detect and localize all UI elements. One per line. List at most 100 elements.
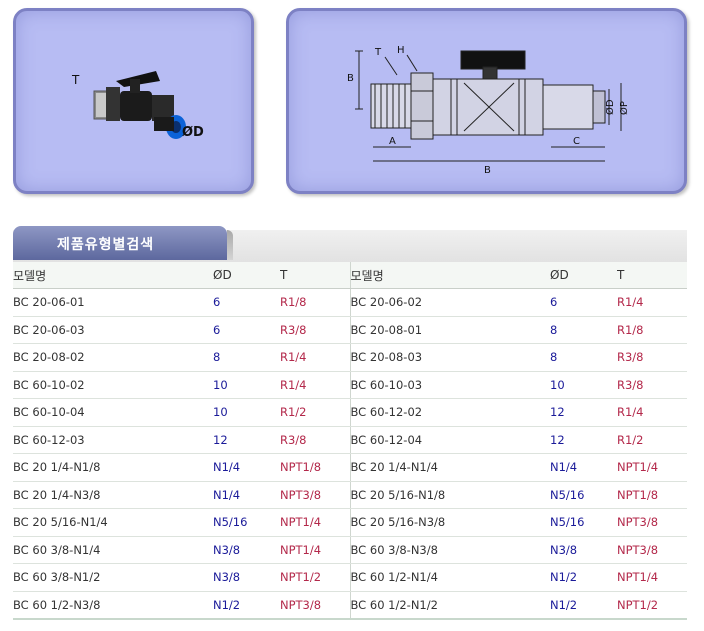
model-cell[interactable]: BC 20-06-02 [349,288,550,317]
column-header-thread: T [280,262,350,289]
model-cell[interactable]: BC 20 1/4-N3/8 [13,481,213,509]
thread-label: T [72,73,80,87]
model-cell[interactable]: BC 20-08-02 [13,343,213,372]
thread-cell: R1/8 [280,288,350,317]
od-cell: 6 [213,316,280,344]
thread-cell: R1/4 [617,398,687,427]
od-cell: N1/4 [550,453,617,482]
model-cell[interactable]: BC 20 5/16-N3/8 [349,508,550,537]
od-cell: N3/8 [213,536,280,564]
od-cell: 8 [550,343,617,372]
dim-label-b-side: B [347,73,354,84]
od-cell: 12 [550,398,617,427]
od-cell: 10 [213,398,280,427]
model-cell[interactable]: BC 60-12-02 [349,398,550,427]
od-cell: 10 [213,371,280,399]
dim-label-a: A [389,136,396,147]
thread-cell: NPT1/2 [617,591,687,620]
od-cell: N1/4 [213,481,280,509]
thread-cell: R1/2 [617,426,687,454]
table-header-row: 모델명 ØD T 모델명 ØD T [13,262,687,289]
model-cell[interactable]: BC 60-12-04 [349,426,550,454]
dim-label-b-bottom: B [484,165,491,176]
model-cell[interactable]: BC 20-06-03 [13,316,213,344]
thread-cell: NPT3/8 [617,536,687,564]
thread-cell: NPT1/4 [280,508,350,537]
thread-cell: R3/8 [617,343,687,372]
model-cell[interactable]: BC 60 3/8-N1/4 [13,536,213,564]
od-cell: N5/16 [550,481,617,509]
od-cell: N1/2 [550,591,617,620]
thread-cell: NPT3/8 [280,481,350,509]
thread-cell: R3/8 [617,371,687,399]
product-image-panel: T ØD [13,8,254,194]
dim-label-h: H [397,45,405,56]
od-cell: 6 [213,288,280,317]
model-cell[interactable]: BC 20 5/16-N1/8 [349,481,550,509]
thread-cell: NPT1/4 [617,453,687,482]
od-cell: 8 [213,343,280,372]
od-cell: N1/2 [550,563,617,592]
model-cell[interactable]: BC 60-10-04 [13,398,213,427]
thread-cell: R1/4 [280,343,350,372]
od-cell: N3/8 [550,536,617,564]
model-cell[interactable]: BC 20-08-01 [349,316,550,344]
thread-cell: NPT1/4 [617,563,687,592]
thread-cell: R3/8 [280,316,350,344]
od-cell: N1/2 [213,591,280,620]
od-cell: N1/4 [213,453,280,482]
model-cell[interactable]: BC 20 1/4-N1/4 [349,453,550,482]
model-cell[interactable]: BC 60 1/2-N1/2 [349,591,550,620]
od-cell: 12 [550,426,617,454]
model-cell[interactable]: BC 60 1/2-N1/4 [349,563,550,592]
column-header-thread: T [617,262,687,289]
search-by-type-tab[interactable]: 제품유형별검색 [13,226,233,260]
column-header-od: ØD [213,262,280,289]
od-cell: 8 [550,316,617,344]
model-cell[interactable]: BC 20-08-03 [349,343,550,372]
dim-label-t: T [374,47,382,58]
model-cell[interactable]: BC 60 3/8-N3/8 [349,536,550,564]
thread-cell: NPT1/4 [280,536,350,564]
dimension-diagram-panel: B T H A B C ØD ØP [286,8,687,194]
column-header-od: ØD [550,262,617,289]
od-cell: N5/16 [213,508,280,537]
od-cell: 10 [550,371,617,399]
model-cell[interactable]: BC 20 5/16-N1/4 [13,508,213,537]
od-cell: N3/8 [213,563,280,592]
dim-label-od: ØD [604,99,616,115]
ball-valve-photo [93,71,186,139]
model-cell[interactable]: BC 60-10-02 [13,371,213,399]
od-cell: N5/16 [550,508,617,537]
model-cell[interactable]: BC 60-10-03 [349,371,550,399]
thread-cell: R1/8 [617,316,687,344]
od-cell: 12 [213,426,280,454]
thread-cell: R1/4 [280,371,350,399]
dim-label-c: C [573,136,580,147]
thread-cell: NPT1/8 [617,481,687,509]
model-cell[interactable]: BC 60-12-03 [13,426,213,454]
thread-cell: NPT1/2 [280,563,350,592]
model-cell[interactable]: BC 20 1/4-N1/8 [13,453,213,482]
model-cell[interactable]: BC 60 1/2-N3/8 [13,591,213,620]
model-cell[interactable]: BC 60 3/8-N1/2 [13,563,213,592]
outer-diameter-label: ØD [182,125,204,140]
thread-cell: R1/4 [617,288,687,317]
od-cell: 6 [550,288,617,317]
valve-dimension-drawing: B T H A B C ØD ØP [347,45,630,176]
thread-cell: NPT3/8 [617,508,687,537]
model-cell[interactable]: BC 20-06-01 [13,288,213,317]
